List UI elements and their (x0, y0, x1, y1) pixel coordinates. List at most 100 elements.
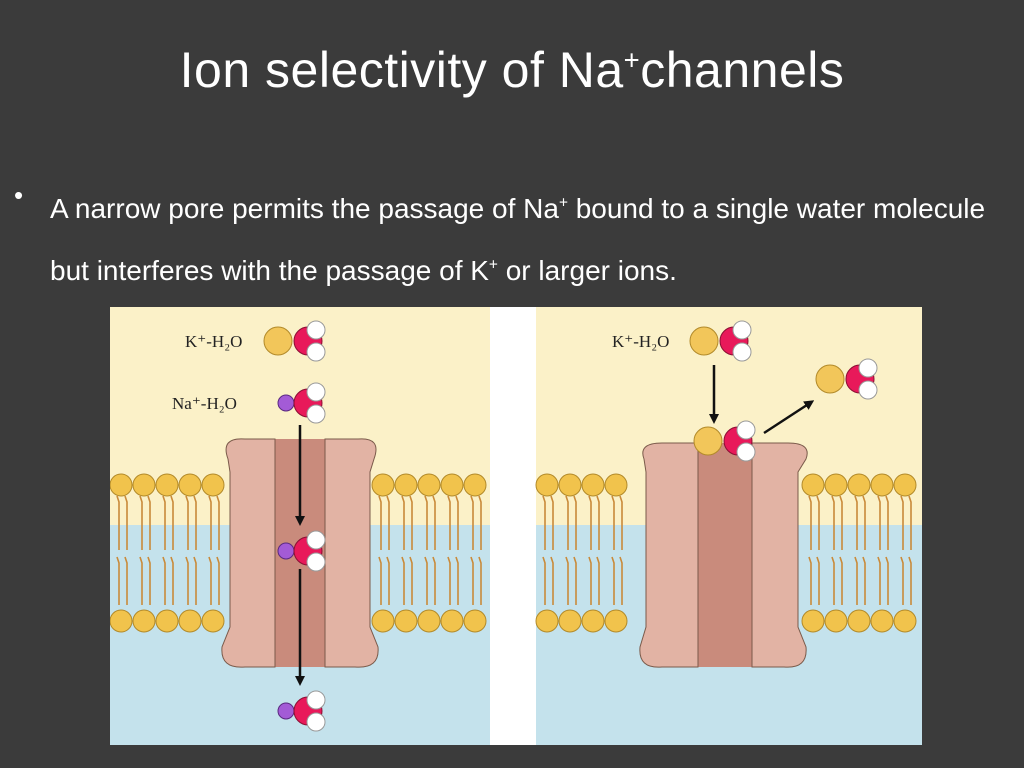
lipid-tail (877, 495, 881, 550)
lipid-head (394, 609, 418, 633)
lipid-head (801, 609, 825, 633)
lipid-tail (611, 556, 615, 605)
lipid-head (535, 609, 559, 633)
lipid-tail (124, 556, 128, 605)
arrow-deflected (763, 400, 815, 435)
label-k-h2o: K⁺-H₂O (612, 332, 669, 351)
membrane-left-segment (110, 473, 225, 633)
panel-gap (490, 307, 536, 745)
lipid-head (394, 473, 418, 497)
na-water-complex (277, 382, 326, 424)
lipid-tail (816, 495, 820, 550)
k-water-complex (689, 320, 752, 362)
lipid-tail (542, 556, 546, 605)
lipid-tail (193, 556, 197, 605)
sodium-channel (639, 442, 808, 668)
lipid-tail (611, 495, 615, 550)
lipid-tail (808, 495, 812, 550)
lipid-tail (386, 556, 390, 605)
lipid-head (604, 473, 628, 497)
lipid-tail (573, 556, 577, 605)
lipid-tail (208, 556, 212, 605)
lipid-tail (619, 556, 623, 605)
lipid-tail (409, 556, 413, 605)
lipid-tail (550, 556, 554, 605)
bullet-sup-2: + (488, 256, 498, 274)
lipid-tail (162, 495, 166, 550)
lipid-head (440, 609, 464, 633)
lipid-tail (170, 556, 174, 605)
lipid-head (604, 609, 628, 633)
lipid-head (417, 473, 441, 497)
lipid-head (893, 609, 917, 633)
lipid-head (110, 609, 133, 633)
lipid-head (178, 473, 202, 497)
title-superscript: + (623, 44, 641, 76)
lipid-head (824, 609, 848, 633)
lipid-tail (216, 556, 220, 605)
lipid-head (870, 473, 894, 497)
lipid-tail (831, 495, 835, 550)
lipid-tail (908, 556, 912, 605)
lipid-tail (470, 495, 474, 550)
lipid-tail (831, 556, 835, 605)
lipid-head (581, 609, 605, 633)
lipid-tail (839, 495, 843, 550)
lipid-tail (478, 495, 482, 550)
lipid-tail (908, 495, 912, 550)
k-water-blocked (693, 420, 756, 462)
lipid-head (155, 473, 179, 497)
lipid-tail (424, 495, 428, 550)
lipid-tail (854, 495, 858, 550)
lipid-tail (565, 495, 569, 550)
k-water-complex (263, 320, 326, 362)
na-water-exited (277, 690, 326, 732)
lipid-tail (478, 556, 482, 605)
lipid-tail (862, 495, 866, 550)
lipid-tail (208, 495, 212, 550)
lipid-tail (401, 495, 405, 550)
lipid-head (801, 473, 825, 497)
lipid-head (178, 609, 202, 633)
k-water-rejected (815, 358, 878, 400)
lipid-tail (124, 495, 128, 550)
lipid-head (110, 473, 133, 497)
bullet-part-1: A narrow pore permits the passage of Na (50, 193, 559, 224)
lipid-head (201, 473, 225, 497)
lipid-tail (447, 556, 451, 605)
lipid-tail (147, 495, 151, 550)
lipid-tail (409, 495, 413, 550)
lipid-head (132, 473, 156, 497)
lipid-head (463, 609, 487, 633)
right-panel: K⁺-H₂O (535, 307, 922, 745)
lipid-head (155, 609, 179, 633)
lipid-tail (816, 556, 820, 605)
lipid-tail (116, 495, 120, 550)
na-water-in-pore (277, 530, 326, 572)
lipid-tail (455, 556, 459, 605)
lipid-tail (139, 495, 143, 550)
lipid-tail (401, 556, 405, 605)
lipid-tail (139, 556, 143, 605)
membrane-right-segment (801, 473, 917, 633)
lipid-head (581, 473, 605, 497)
lipid-tail (885, 495, 889, 550)
lipid-tail (216, 495, 220, 550)
lipid-head (371, 473, 395, 497)
channel-pore (698, 443, 752, 667)
bullet-dot-icon: • (14, 180, 24, 210)
lipid-tail (424, 556, 428, 605)
lipid-head (558, 609, 582, 633)
lipid-tail (162, 556, 166, 605)
channel-wall-right (324, 438, 379, 668)
lipid-tail (596, 556, 600, 605)
lipid-tail (432, 495, 436, 550)
lipid-tail (565, 556, 569, 605)
lipid-tail (854, 556, 858, 605)
lipid-tail (378, 495, 382, 550)
bullet-part-3: or larger ions. (497, 255, 677, 286)
lipid-tail (193, 495, 197, 550)
lipid-tail (619, 495, 623, 550)
channel-wall-right (751, 442, 808, 668)
membrane-right-segment (371, 473, 487, 633)
